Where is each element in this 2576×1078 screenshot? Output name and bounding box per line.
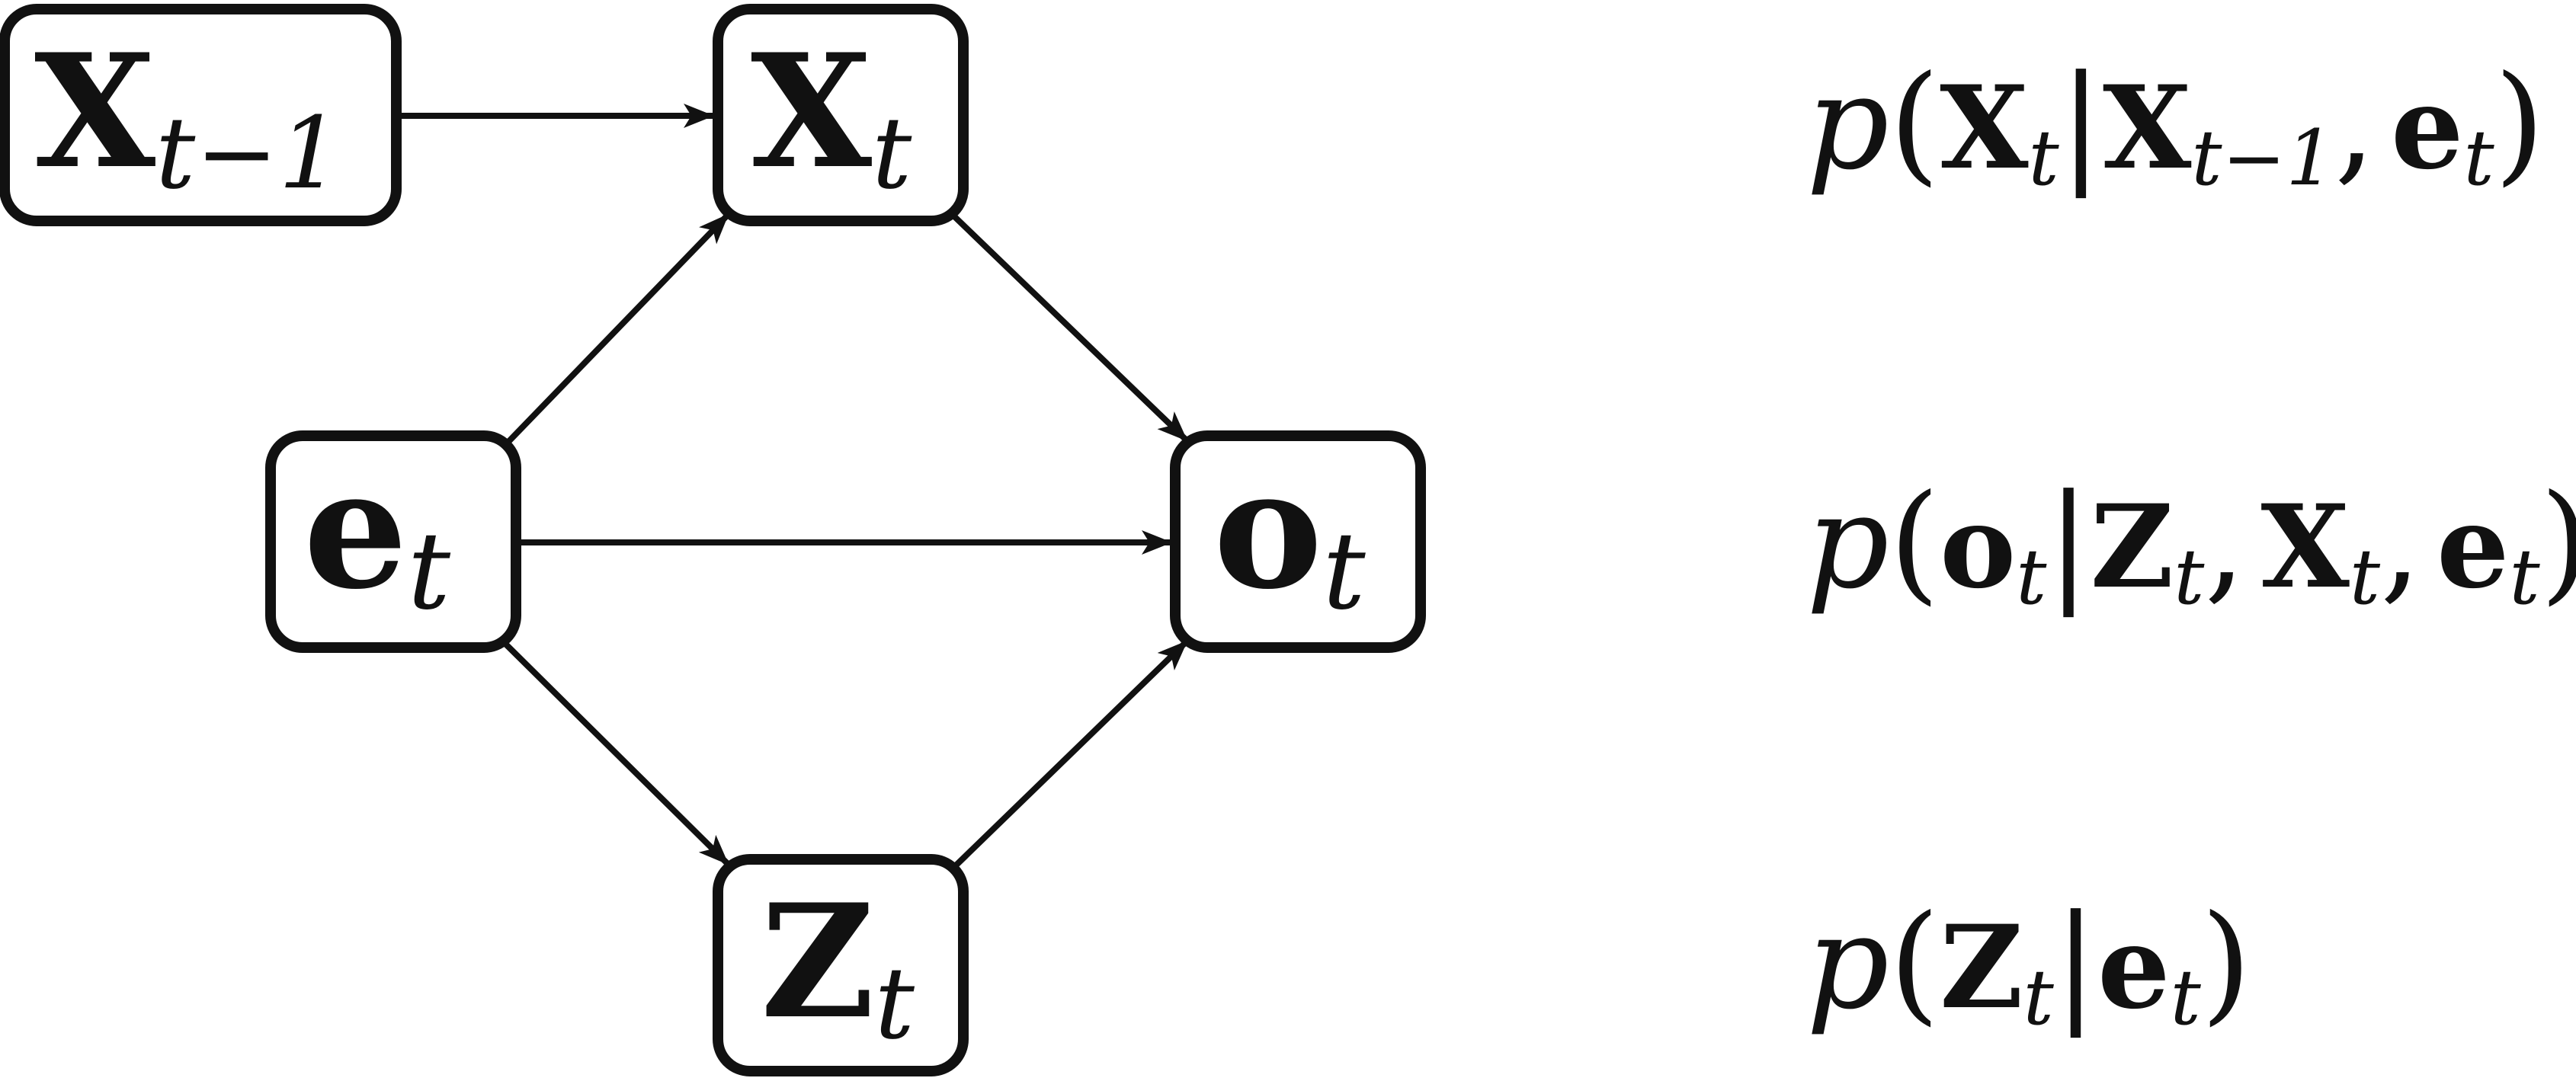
svg-text:Xt−1: Xt−1 xyxy=(34,21,341,211)
node-x-t-sub: t xyxy=(872,95,912,211)
edge-et-to-zt xyxy=(501,639,730,866)
edge-xt-to-ot xyxy=(950,213,1189,443)
edge-zt-to-ot xyxy=(950,639,1189,871)
node-e-t-main: e xyxy=(303,433,408,625)
edges xyxy=(402,104,1189,871)
node-o-t-main: o xyxy=(1213,433,1322,625)
node-x-prev-sub: t−1 xyxy=(155,95,341,211)
svg-text:Xt: Xt xyxy=(751,21,912,211)
svg-text:ot: ot xyxy=(1213,433,1366,634)
node-o-t: ot xyxy=(1170,430,1426,653)
equation-latent: p(Zt|et) xyxy=(1806,888,2251,1042)
node-x-prev-main: X xyxy=(34,21,155,203)
node-z-t: Zt xyxy=(713,854,969,1076)
edge-et-to-xt xyxy=(505,213,730,446)
node-e-t: et xyxy=(265,430,521,653)
svg-text:Zt: Zt xyxy=(761,871,915,1061)
equation-transition: p(Xt|Xt−1,et) xyxy=(1806,48,2545,203)
node-x-t-main: X xyxy=(751,21,872,203)
node-z-t-main: Z xyxy=(761,871,875,1054)
node-x-prev: Xt−1 xyxy=(0,4,402,226)
node-e-t-sub: t xyxy=(408,510,451,634)
equation-observation: p(ot|Zt,Xt,et) xyxy=(1806,467,2576,622)
node-o-t-sub: t xyxy=(1322,510,1366,634)
node-z-t-sub: t xyxy=(875,945,915,1061)
node-x-t: Xt xyxy=(713,4,969,226)
svg-text:et: et xyxy=(303,433,451,634)
